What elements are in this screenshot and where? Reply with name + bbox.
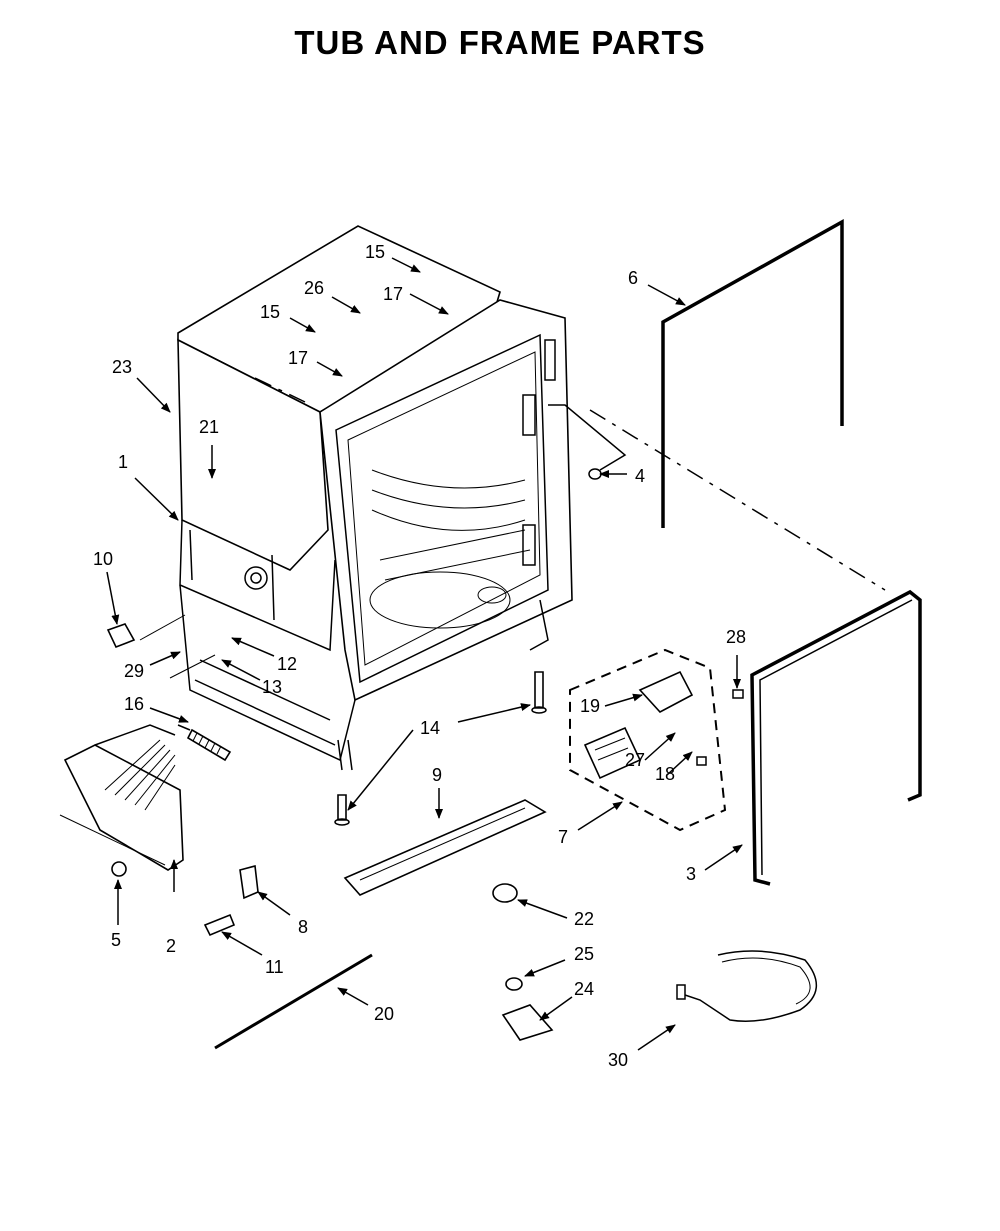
clip-part xyxy=(106,623,136,649)
door-gasket-part xyxy=(661,219,844,528)
callout-8: 8 xyxy=(298,917,308,937)
hinge-spring-part xyxy=(177,724,232,762)
callout-27: 27 xyxy=(625,750,645,770)
callout-11: 11 xyxy=(265,957,284,977)
mount-bracket-part xyxy=(501,977,554,1041)
callout-1: 1 xyxy=(118,452,128,472)
rod-part xyxy=(214,953,373,1050)
callout-26: 26 xyxy=(304,278,324,298)
callout-leaders xyxy=(106,257,743,1051)
callout-29: 29 xyxy=(124,661,144,681)
module-assembly-part xyxy=(569,648,744,832)
bracket-8-part xyxy=(239,864,259,900)
water-line-part xyxy=(676,950,818,1022)
tub-gasket-part xyxy=(750,589,922,886)
callout-23: 23 xyxy=(112,357,132,377)
callout-22: 22 xyxy=(574,909,594,929)
callout-3: 3 xyxy=(686,864,696,884)
callout-9: 9 xyxy=(432,765,442,785)
callout-16: 16 xyxy=(124,694,144,714)
callout-2: 2 xyxy=(166,936,176,956)
callout-17-top: 17 xyxy=(383,284,403,304)
callout-25: 25 xyxy=(574,944,594,964)
callout-28: 28 xyxy=(726,627,746,647)
callout-10: 10 xyxy=(93,549,113,569)
tub-frame-drawing xyxy=(177,225,573,771)
callout-15-mid: 15 xyxy=(260,302,280,322)
page-title: TUB AND FRAME PARTS xyxy=(294,24,706,61)
callout-20: 20 xyxy=(374,1004,394,1024)
callout-labels: 1 2 3 4 5 6 7 8 9 10 11 12 13 14 15 15 1… xyxy=(93,242,746,1070)
bracket-part xyxy=(59,724,184,877)
callout-4: 4 xyxy=(635,466,645,486)
callout-6: 6 xyxy=(628,268,638,288)
callout-17-mid: 17 xyxy=(288,348,308,368)
callout-30: 30 xyxy=(608,1050,628,1070)
clip-22-part xyxy=(492,883,518,903)
assembly-lines xyxy=(139,377,886,679)
callout-15-top: 15 xyxy=(365,242,385,262)
callout-18: 18 xyxy=(655,764,675,784)
callout-24: 24 xyxy=(574,979,594,999)
wire-part xyxy=(548,404,627,471)
callout-21: 21 xyxy=(199,417,219,437)
callout-19: 19 xyxy=(580,696,600,716)
callout-12: 12 xyxy=(277,654,297,674)
callout-5: 5 xyxy=(111,930,121,950)
screw-11-part xyxy=(203,913,236,937)
callout-7: 7 xyxy=(558,827,568,847)
callout-14: 14 xyxy=(420,718,440,738)
callout-13: 13 xyxy=(262,677,282,697)
base-plate-part xyxy=(343,799,547,896)
leveling-leg-parts xyxy=(334,671,547,826)
